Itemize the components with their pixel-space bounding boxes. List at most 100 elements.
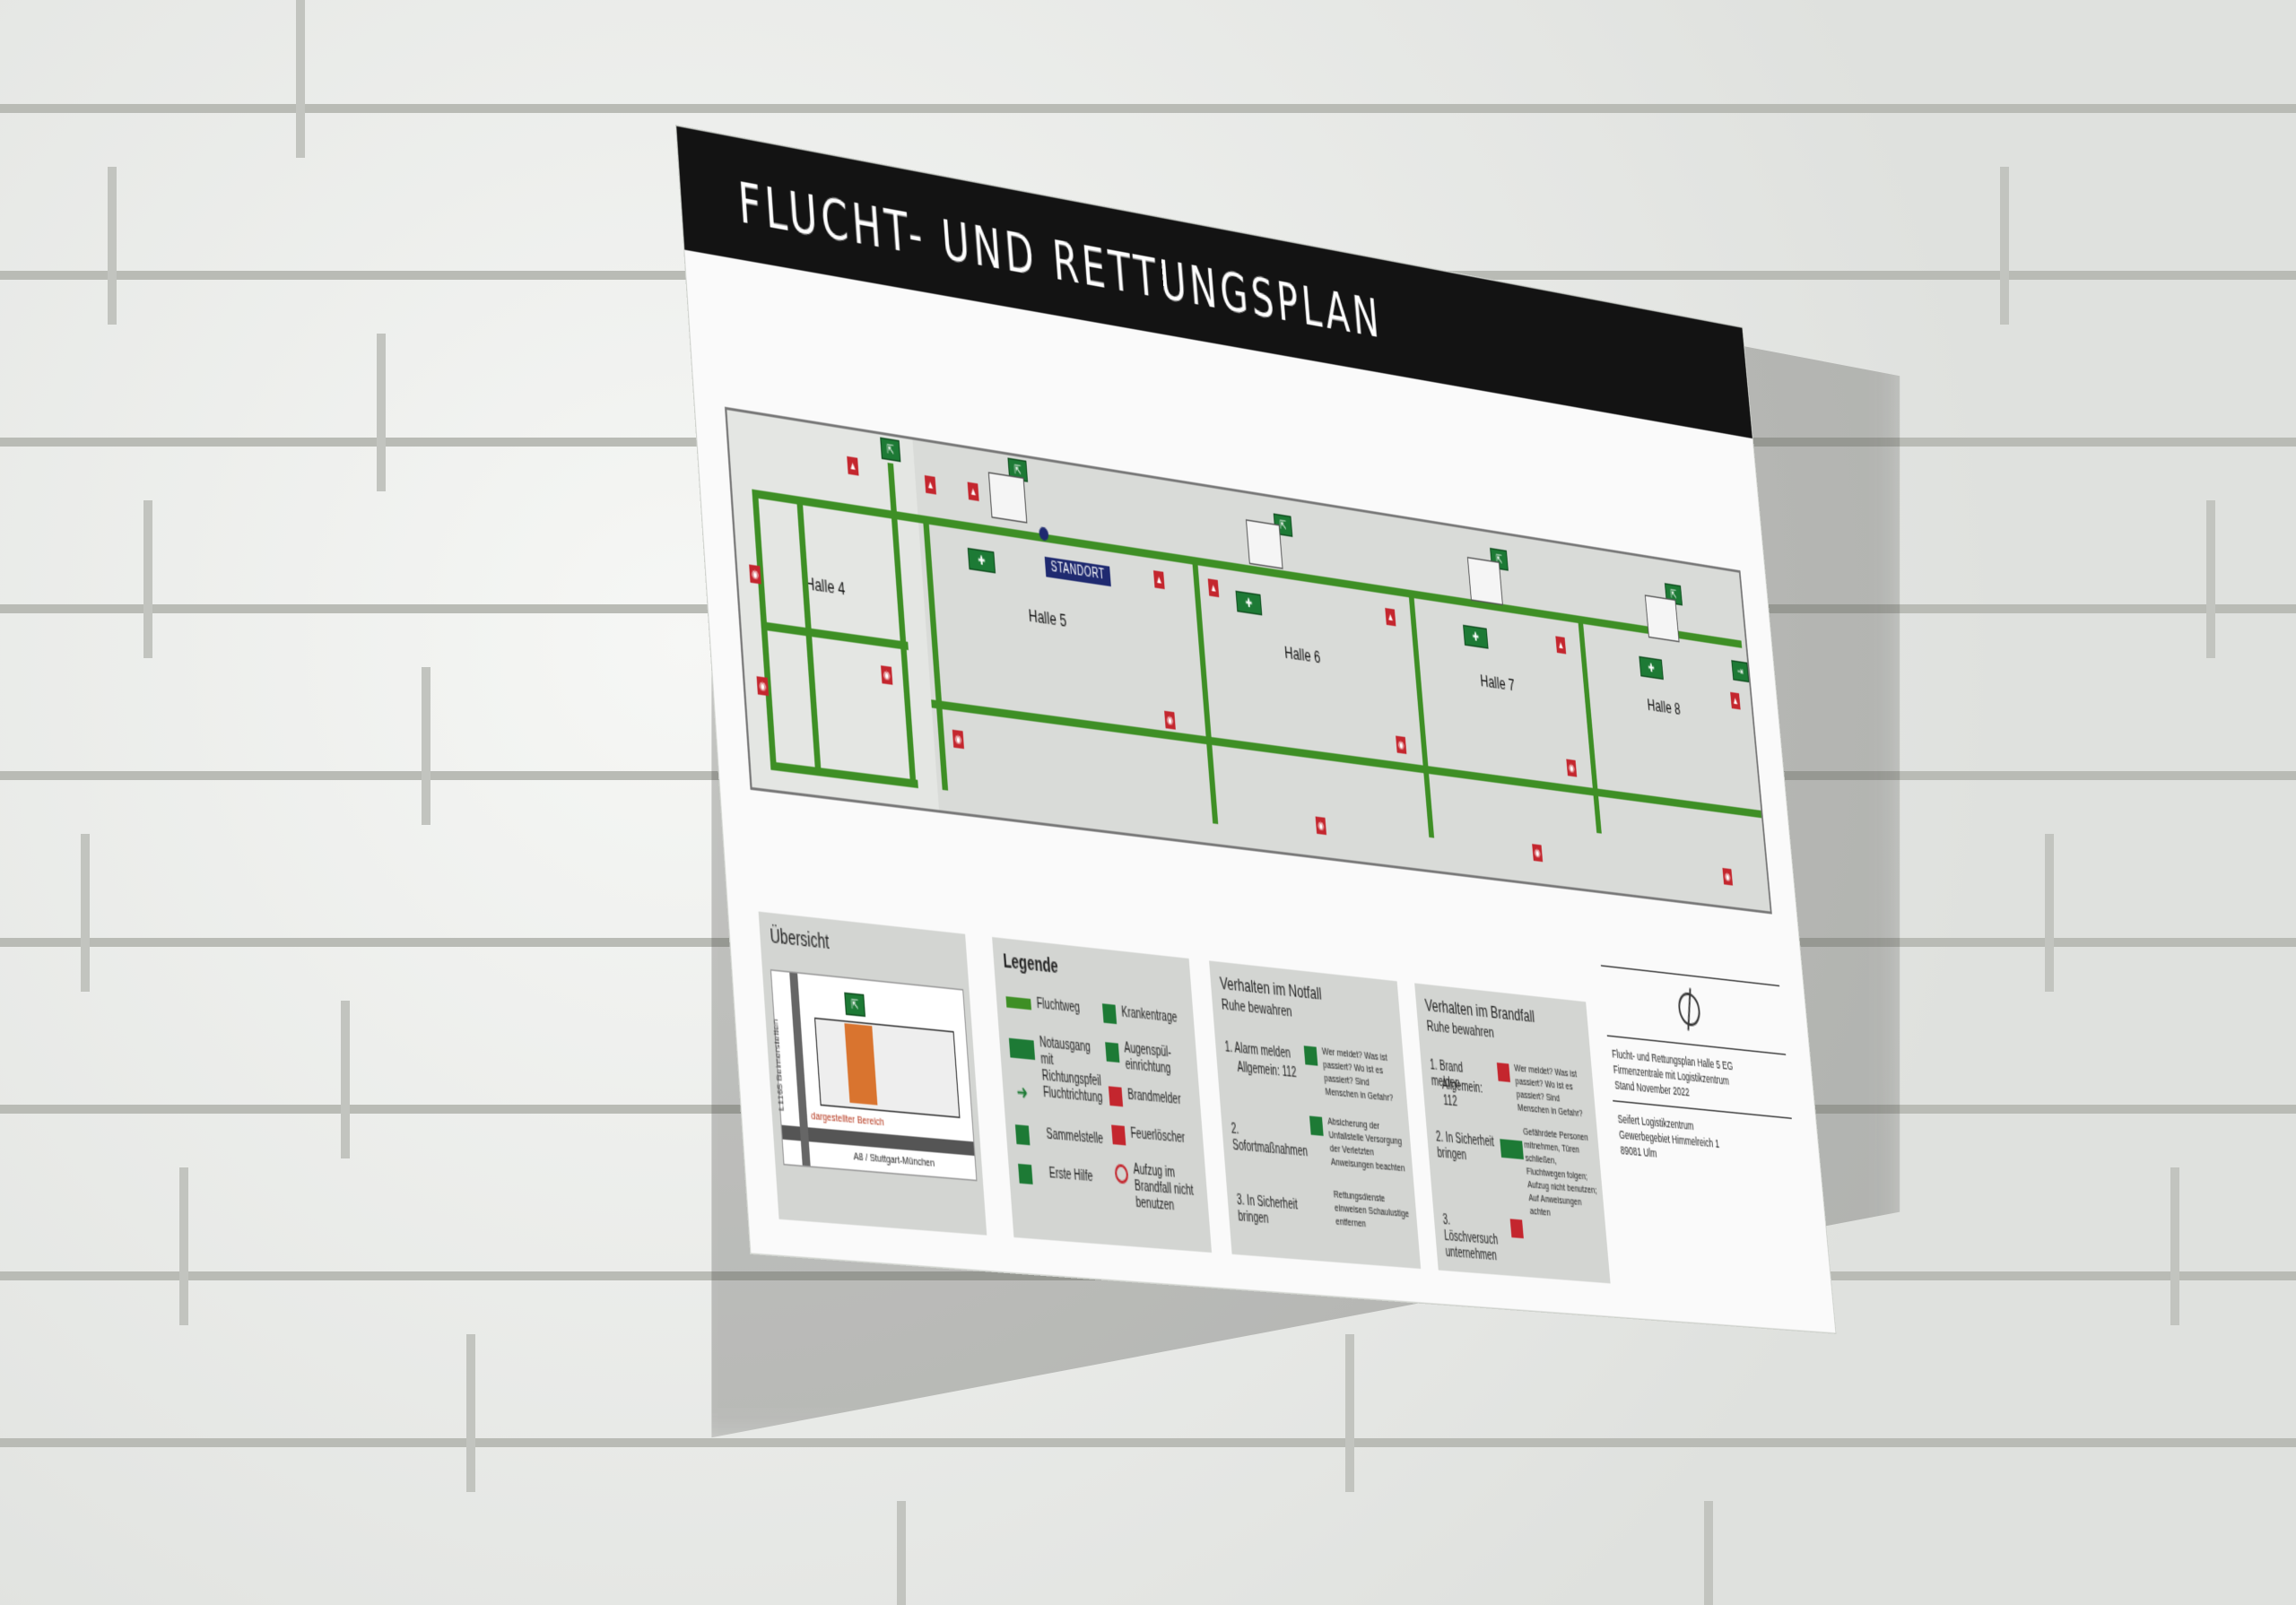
emergency-step: 3. In Sicherheit bringen [1236, 1193, 1299, 1228]
first-aid-icon: ✚ [1235, 590, 1263, 616]
no-elevator-icon [1114, 1163, 1129, 1184]
sign-header: FLUCHT- UND RETTUNGSPLAN [676, 126, 1752, 439]
fire-alarm-icon: ◉ [1164, 710, 1176, 730]
wall-joint [108, 167, 117, 325]
wall-joint [1704, 1501, 1713, 1605]
fire-step-sub: Allgemein: 112 [1441, 1078, 1483, 1110]
emergency-step-sub: Allgemein: 112 [1236, 1060, 1298, 1081]
emergency-behavior-panel: Verhalten im Notfall Ruhe bewahren 1. Al… [1209, 960, 1422, 1270]
stretcher-icon [1101, 1003, 1118, 1025]
company-city: 89081 Ulm [1620, 1143, 1657, 1160]
building-outline [813, 1017, 961, 1119]
fire-extinguisher-icon: ▲ [1152, 570, 1165, 590]
fire-extinguisher-icon: ▲ [1730, 691, 1741, 710]
emergency-step-detail: Rettungsdienste einweisen Schaulustige e… [1333, 1187, 1410, 1230]
emergency-step: 2. Sofortmaßnahmen [1231, 1122, 1309, 1160]
stairwell [1644, 594, 1680, 643]
sign-title: FLUCHT- UND RETTUNGSPLAN [736, 172, 1385, 351]
phone-icon [1303, 1045, 1318, 1066]
fire-extinguisher-icon: ▲ [1207, 578, 1220, 598]
arrow-right-icon: ➜ [1015, 1080, 1029, 1104]
emergency-step: 1. Alarm melden [1224, 1040, 1292, 1063]
wall-joint [897, 1501, 906, 1605]
legend-panel: Legende Fluchtweg Notausgang mit Richtun… [992, 937, 1213, 1254]
fire-extinguisher-icon: ▲ [1385, 607, 1396, 627]
fire-extinguisher-icon [1111, 1124, 1126, 1146]
fire-behavior-panel: Verhalten im Brandfall Ruhe bewahren 1. … [1414, 983, 1611, 1284]
overview-panel: Übersicht ⇱ dargestellter Bereich A8 / S… [758, 911, 987, 1236]
legend-title: Legende [1002, 949, 1059, 977]
wall-joint [2045, 834, 2054, 992]
emergency-step-detail: Wer meldet? Was ist passiert? Wo ist es … [1321, 1045, 1394, 1105]
fire-alarm-icon: ◉ [749, 564, 761, 585]
wall-joint [466, 1334, 475, 1492]
legend-item: Augenspül-einrichtung [1123, 1041, 1172, 1078]
north-arrow-needle [1687, 987, 1692, 1031]
fire-alarm-icon [1108, 1086, 1124, 1107]
overview-title: Übersicht [769, 924, 831, 953]
emergency-step-detail: Absicherung der Unfallstelle Versorgung … [1326, 1115, 1405, 1175]
wall-joint [422, 667, 430, 825]
wall-joint [341, 1001, 350, 1158]
fire-step-detail: Gefährdete Personen mitnehmen, Türen sch… [1522, 1124, 1597, 1219]
fire-alarm-icon [1496, 1063, 1510, 1082]
stairwell [987, 472, 1028, 524]
exit-sign-icon [1500, 1139, 1524, 1160]
legend-item: Brandmelder [1126, 1088, 1182, 1108]
fire-subtitle: Ruhe bewahren [1426, 1018, 1495, 1042]
emergency-exit-icon: ⇱ [880, 437, 901, 463]
first-aid-icon [1018, 1163, 1033, 1184]
highlighted-area [844, 1023, 878, 1106]
fire-extinguisher-icon: ▲ [1555, 636, 1567, 655]
hall-5-area [912, 439, 1219, 845]
fire-extinguisher-icon: ▲ [847, 455, 859, 476]
fire-alarm-icon: ◉ [1396, 735, 1407, 754]
first-aid-icon: ✚ [1639, 655, 1664, 681]
wall-joint [2206, 500, 2215, 658]
exit-sign-icon [1008, 1037, 1036, 1061]
first-aid-icon: ✚ [1463, 624, 1489, 649]
fire-alarm-icon: ◉ [1315, 816, 1327, 836]
legend-item: Erste Hilfe [1048, 1166, 1094, 1185]
legend-item: Krankentrage [1120, 1005, 1178, 1027]
fire-extinguisher-icon: ▲ [924, 475, 936, 495]
overview-road-l1165: L1165 Beimerstetten [772, 1019, 787, 1112]
emergency-subtitle: Ruhe bewahren [1221, 996, 1293, 1021]
north-arrow-icon [1676, 987, 1702, 1031]
plan-info-block: Flucht- und Rettungsplan Halle 5 EG Firm… [1600, 965, 1806, 1280]
overview-map: ⇱ dargestellter Bereich A8 / Stuttgart-M… [770, 968, 978, 1182]
escape-route-swatch [1005, 996, 1032, 1011]
hall-6-area [1188, 483, 1436, 871]
wall-joint [1345, 1334, 1354, 1492]
divider [1600, 965, 1780, 987]
fire-step: 3. Löschversuch unternehmen [1442, 1212, 1499, 1264]
first-aid-icon [1309, 1115, 1324, 1136]
first-aid-icon: ✚ [967, 547, 996, 574]
fire-step: 2. In Sicherheit bringen [1435, 1130, 1495, 1164]
legend-item: Fluchtweg [1036, 996, 1081, 1017]
wall-joint [2000, 167, 2009, 325]
legend-item: Sammelstelle [1046, 1127, 1104, 1148]
fire-extinguisher-icon: ▲ [967, 482, 979, 501]
fire-alarm-icon: ◉ [756, 676, 770, 697]
assembly-point-icon [1014, 1124, 1031, 1146]
fire-alarm-icon: ◉ [1566, 759, 1578, 777]
fire-extinguisher-icon [1509, 1219, 1524, 1239]
assembly-point-icon: ⇱ [844, 992, 866, 1018]
stairwell [1466, 556, 1503, 606]
wall-joint [179, 1167, 188, 1325]
wall-joint [144, 500, 152, 658]
hall-7-area [1405, 518, 1605, 892]
fire-alarm-icon: ◉ [1722, 867, 1734, 886]
fire-alarm-icon: ◉ [1532, 844, 1544, 863]
fire-alarm-icon: ◉ [881, 665, 893, 685]
overview-road-a8: A8 / Stuttgart-München [853, 1150, 935, 1170]
legend-item: Aufzug im Brandfall nicht benutzen [1133, 1162, 1195, 1215]
fire-step-detail: Wer meldet? Was ist passiert? Wo ist es … [1513, 1062, 1584, 1120]
eyewash-icon [1105, 1042, 1120, 1063]
emergency-exit-icon: ⇥ [1731, 660, 1750, 683]
wall-joint [377, 334, 386, 491]
stairwell [1245, 519, 1283, 569]
wall-joint [296, 0, 305, 158]
legend-item: Notausgang mit Richtungspfeil [1039, 1035, 1102, 1090]
